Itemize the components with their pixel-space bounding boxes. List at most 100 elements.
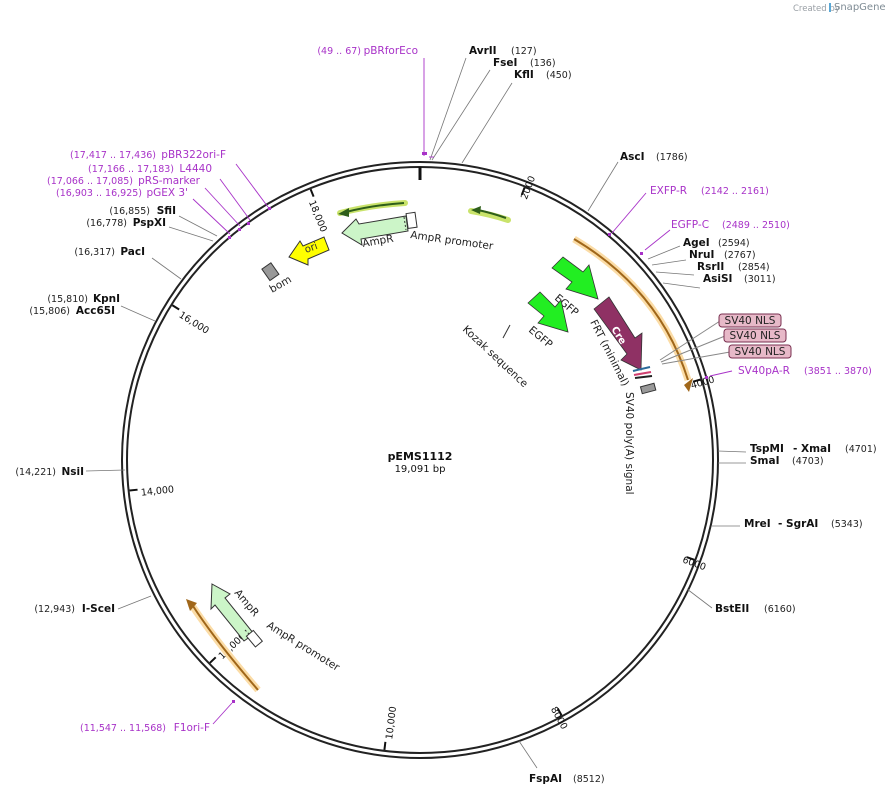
primer-f1ori-f-pos: (11,547 .. 11,568) bbox=[80, 723, 166, 734]
feature-label-kozak: Kozak sequence bbox=[460, 323, 530, 390]
feature-sv40-stripes[interactable] bbox=[632, 366, 653, 379]
primer-egfp-c[interactable]: EGFP-C bbox=[671, 219, 709, 231]
primer-pbr322ori-f[interactable]: pBR322ori-F bbox=[161, 149, 226, 161]
kozak-pointer bbox=[502, 324, 511, 339]
sv40-nls-label-3: SV40 NLS bbox=[735, 346, 786, 358]
tick-label: 16,000 bbox=[177, 310, 211, 337]
plasmid-length: 19,091 bp bbox=[395, 464, 446, 475]
enzyme-kfli-pos: (450) bbox=[546, 70, 572, 81]
primer-l4440[interactable]: L4440 bbox=[179, 163, 212, 175]
primer-prs-marker[interactable]: pRS-marker bbox=[138, 175, 201, 187]
enzyme-smai[interactable]: SmaI bbox=[750, 455, 780, 467]
enzymes-right: AvrII (127) FseI (136) KflI (450) AscI (… bbox=[469, 45, 877, 785]
enzyme-tspmi[interactable]: TspMI bbox=[750, 443, 784, 455]
enzyme-nsii-pos: (14,221) bbox=[15, 467, 56, 478]
enzyme-avrii-pos: (127) bbox=[511, 46, 537, 57]
enzyme-avrii[interactable]: AvrII bbox=[469, 45, 497, 57]
feature-arrow-top-left[interactable] bbox=[337, 200, 408, 217]
enzyme-kpni[interactable]: KpnI bbox=[93, 293, 120, 305]
primer-l4440-pos: (17,166 .. 17,183) bbox=[88, 164, 174, 175]
tick-mark bbox=[309, 188, 315, 198]
primer-pgex-3-pos: (16,903 .. 16,925) bbox=[56, 188, 142, 199]
enzymes-left: SfiI (16,855) PspXI (16,778) PacI (16,31… bbox=[15, 205, 176, 615]
enzyme-paci[interactable]: PacI bbox=[120, 246, 145, 258]
enzyme-kfli[interactable]: KflI bbox=[514, 69, 534, 81]
enzyme-acc65i[interactable]: Acc65I bbox=[76, 305, 115, 317]
enzyme-nrui[interactable]: NruI bbox=[689, 249, 714, 261]
tick-label: 4000 bbox=[690, 374, 716, 391]
feature-cre[interactable]: Cre bbox=[593, 296, 643, 371]
enzyme-asci[interactable]: AscI bbox=[620, 151, 645, 163]
tick-mark bbox=[520, 187, 526, 196]
tick-label: 18,000 bbox=[306, 199, 329, 234]
tick-mark bbox=[129, 488, 138, 492]
enzyme-fspai[interactable]: FspAI bbox=[529, 773, 562, 785]
feature-label-ampr-top: AmpR bbox=[361, 233, 394, 250]
enzyme-fspai-pos: (8512) bbox=[573, 774, 605, 785]
enzyme-kpni-pos: (15,810) bbox=[47, 294, 88, 305]
primer-exfp-r[interactable]: EXFP-R bbox=[650, 185, 687, 197]
enzyme-sfii[interactable]: SfiI bbox=[157, 205, 176, 217]
sv40-nls-group[interactable]: SV40 NLS SV40 NLS SV40 NLS bbox=[659, 313, 792, 365]
feature-label-sv40-polya: SV40 poly(A) signal bbox=[623, 392, 635, 495]
feature-label-egfp-2: EGFP bbox=[526, 324, 555, 351]
ampr-promoter-box-bottom[interactable] bbox=[245, 629, 264, 648]
enzyme-rsrii[interactable]: RsrII bbox=[697, 261, 724, 273]
enzyme-smai-pos: (4703) bbox=[792, 456, 824, 467]
enzyme-asisi[interactable]: AsiSI bbox=[703, 273, 732, 285]
enzyme-agei[interactable]: AgeI bbox=[683, 237, 710, 249]
enzyme-asisi-pos: (3011) bbox=[744, 274, 776, 285]
feature-label-ori: ori bbox=[303, 241, 319, 256]
enzyme-nrui-pos: (2767) bbox=[724, 250, 756, 261]
feature-orange-arc-right[interactable] bbox=[572, 235, 693, 392]
enzyme-acc65i-pos: (15,806) bbox=[29, 306, 70, 317]
tick-label: 10,000 bbox=[384, 706, 399, 740]
enzyme-paci-pos: (16,317) bbox=[74, 247, 115, 258]
primer-pbrforeco[interactable]: pBRforEco bbox=[364, 45, 418, 57]
tick-label: 14,000 bbox=[140, 484, 174, 498]
enzyme-mrei[interactable]: MreI bbox=[744, 518, 771, 530]
snapgene-brand: SnapGene bbox=[834, 2, 886, 13]
created-by-text: Created by bbox=[793, 4, 840, 14]
enzyme-xmai-pos: (4701) bbox=[845, 444, 877, 455]
enzyme-fsei[interactable]: FseI bbox=[493, 57, 517, 69]
enzyme-fsei-pos: (136) bbox=[530, 58, 556, 69]
enzyme-pspxi-pos: (16,778) bbox=[86, 218, 127, 229]
enzyme-sgrai[interactable]: - SgrAI bbox=[778, 518, 818, 530]
enzyme-agei-pos: (2594) bbox=[718, 238, 750, 249]
enzyme-xmai[interactable]: - XmaI bbox=[793, 443, 831, 455]
tick-mark bbox=[209, 656, 217, 664]
primer-exfp-r-pos: (2142 .. 2161) bbox=[701, 186, 769, 197]
tick-mark bbox=[686, 556, 695, 561]
primer-sv40pa-r-pos: (3851 .. 3870) bbox=[804, 366, 872, 377]
enzyme-bsteii[interactable]: BstEII bbox=[715, 603, 749, 615]
primer-f1ori-f[interactable]: F1ori-F bbox=[174, 722, 210, 734]
sv40-nls-label-2: SV40 NLS bbox=[730, 330, 781, 342]
feature-label-ampr-promoter-bottom: AmpR promoter bbox=[264, 619, 342, 674]
feature-orange-arc-lower-left[interactable] bbox=[186, 599, 261, 693]
sv40-nls-label-1: SV40 NLS bbox=[725, 315, 776, 327]
enzyme-nsii[interactable]: NsiI bbox=[61, 466, 84, 478]
enzyme-i-scei[interactable]: I-SceI bbox=[82, 603, 115, 615]
primer-egfp-c-pos: (2489 .. 2510) bbox=[722, 220, 790, 231]
plasmid-name: pEMS1112 bbox=[388, 450, 453, 463]
feature-egfp-2[interactable] bbox=[527, 291, 569, 333]
primer-sv40pa-r[interactable]: SV40pA-R bbox=[738, 365, 790, 377]
enzyme-rsrii-pos: (2854) bbox=[738, 262, 770, 273]
feature-small-green-arrow[interactable] bbox=[468, 206, 511, 223]
tick-mark bbox=[383, 741, 387, 750]
feature-sv40-polya[interactable] bbox=[639, 382, 657, 395]
primer-pbr322ori-f-pos: (17,417 .. 17,436) bbox=[70, 150, 156, 161]
feature-egfp-1[interactable] bbox=[551, 256, 599, 300]
enzyme-i-scei-pos: (12,943) bbox=[34, 604, 75, 615]
primer-pgex-3[interactable]: pGEX 3' bbox=[146, 187, 188, 199]
feature-bom[interactable] bbox=[261, 262, 280, 282]
primers: pBRforEco (49 .. 67) pBR322ori-F (17,417… bbox=[47, 45, 872, 734]
ampr-promoter-box-top[interactable] bbox=[405, 211, 418, 230]
feature-ori[interactable]: ori bbox=[288, 236, 330, 266]
feature-label-ampr-promoter-top: AmpR promoter bbox=[410, 229, 495, 253]
enzyme-pspxi[interactable]: PspXI bbox=[133, 217, 166, 229]
enzyme-bsteii-pos: (6160) bbox=[764, 604, 796, 615]
snapgene-logo-icon bbox=[829, 3, 831, 12]
